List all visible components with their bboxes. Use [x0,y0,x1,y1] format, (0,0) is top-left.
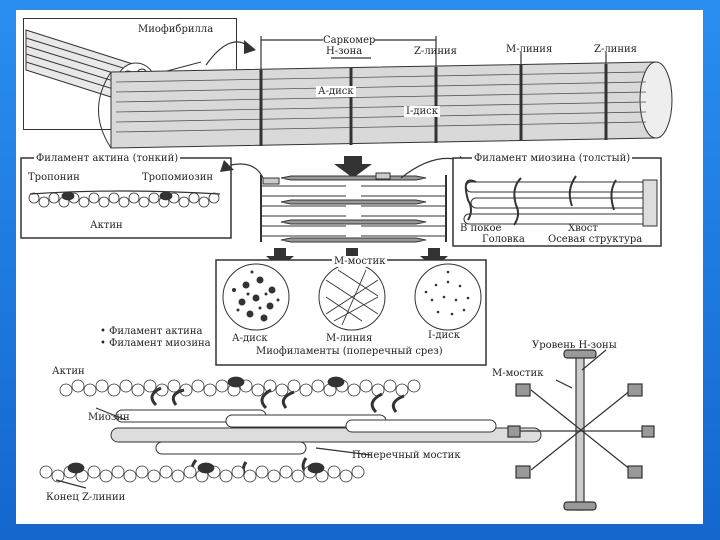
diagram-drawing [16,10,703,524]
myofibril-cylinder [99,62,673,148]
label-z-line-1: Z-линия [414,46,457,57]
label-a-disk-top: А-диск [316,86,356,97]
label-myofibril: Миофибрилла [138,24,213,35]
label-cross-bridge: Поперечный мостик [352,450,461,461]
label-a-disk-cs: А-диск [232,333,268,344]
myosin-panel-title: Филамент миозина (толстый) [472,153,632,164]
cross-section-m-line [319,264,385,330]
actin-chain-top [60,377,420,396]
label-troponin: Тропонин [28,172,80,183]
myosin-filament-drawing [464,176,657,226]
label-i-disk-cs: I-диск [428,330,460,341]
label-tail: Хвост [568,223,598,234]
label-z-line-2: Z-линия [594,44,637,55]
label-actin-bottom: Актин [52,366,85,377]
label-m-line-cs: М-линия [326,333,372,344]
label-sarcomere: Саркомер [323,35,375,46]
sarcomere-filaments [261,173,446,242]
cross-section-i-disk [415,264,481,330]
actin-panel-title: Филамент актина (тонкий) [34,153,180,164]
label-h-zone-level: Уровень Н-зоны [532,340,617,351]
label-axial: Осевая структура [548,234,642,245]
label-tropomyosin: Тропомиозин [142,172,213,183]
label-m-bridge-right: М-мостик [492,368,543,379]
label-m-line-top: М-линия [506,44,552,55]
legend-myosin: • Филамент миозина [100,338,211,349]
label-m-bridge: М-мостик [332,256,387,267]
actin-chain-bottom [40,463,364,482]
cross-section-caption: Миофиламенты (поперечный срез) [256,346,443,357]
label-actin-small: Актин [90,220,123,231]
label-z-line-end: Конец Z-линии [46,492,125,503]
label-myosin-bottom: Миозин [88,412,130,423]
legend-actin: • Филамент актина [100,326,202,337]
label-head: Головка [482,234,525,245]
label-at-rest: В покое [460,223,501,234]
label-h-zone: Н-зона [326,46,362,57]
slide-canvas: Миофибрилла Саркомер Н-зона Z-линия М-ли… [16,10,703,524]
myosin-thick-filament [111,388,541,480]
label-i-disk-top: I-диск [404,106,440,117]
